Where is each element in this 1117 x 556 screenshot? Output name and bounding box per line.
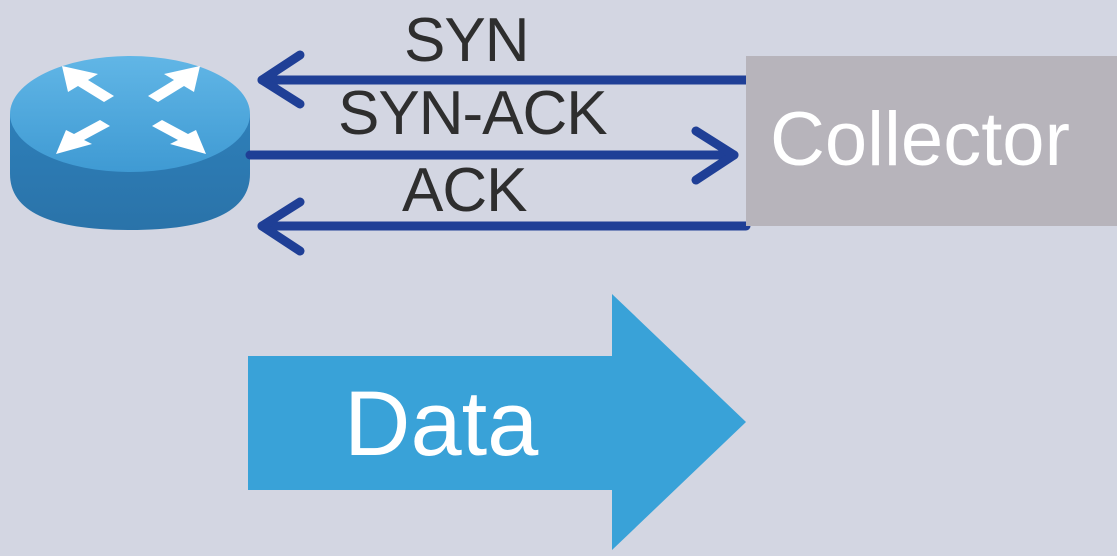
syn-arrow [257, 50, 751, 109]
ack-arrow [257, 197, 751, 256]
collector-box: Collector [746, 56, 1117, 226]
syn-ack-label: SYN-ACK [338, 79, 608, 148]
ack-label: ACK [402, 156, 527, 225]
router-icon [10, 56, 250, 230]
syn-label: SYN [404, 6, 529, 75]
collector-label: Collector [770, 97, 1070, 182]
data-label: Data [344, 373, 539, 475]
syn-ack-arrow [245, 126, 739, 185]
